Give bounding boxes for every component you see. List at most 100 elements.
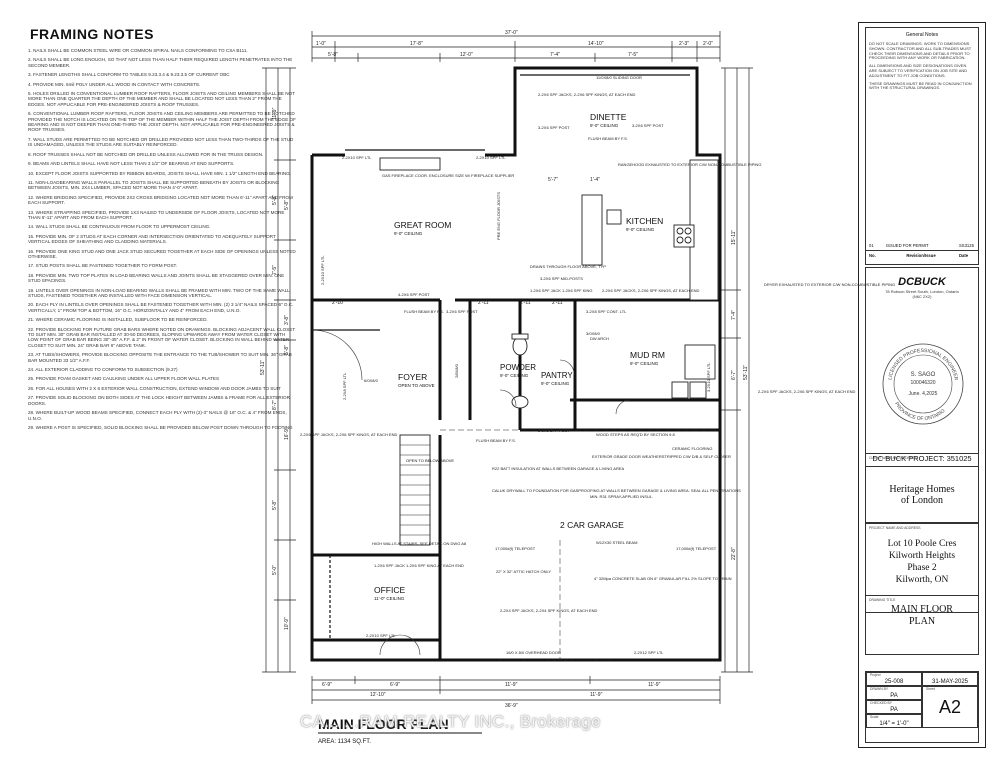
dim-left-f: 5'-0": [272, 565, 278, 575]
general-notes-title: General Notes: [905, 32, 939, 38]
note-attic: 22" X 32" ATTIC HATCH ONLY: [496, 569, 551, 574]
dim-mid-d: 2'-11": [552, 300, 565, 306]
general-notes-box: General Notes DO NOT SCALE DRAWINGS. WOR…: [865, 27, 979, 251]
note-ltl-right: 3-2X10 SPF LTL: [706, 362, 711, 392]
room-dinette: DINETTE: [590, 112, 627, 122]
watermark: CA... ...RAM REALTY INC., Brokerage: [300, 712, 601, 731]
revision-table: 01 ISSUED FOR PERMIT SS3125 No. Revision…: [865, 241, 979, 265]
note-caulk: CALUK DRYWALL TO FOUNDATION FOR GASPROOF…: [492, 488, 741, 493]
note-jack-king-office: 1-2X6 SPF JACK 1-2X6 SPF KING AT EACH EN…: [374, 563, 464, 568]
dim-mid-e: 5'-7": [548, 177, 558, 183]
framing-note: 13. WHERE STRAPPING SPECIFIED, PROVIDE 1…: [28, 209, 285, 220]
room-foyer: FOYER: [398, 372, 427, 382]
dim-bot-d: 11'-9": [648, 682, 661, 688]
dim-right-d: 22'-8": [731, 547, 737, 560]
dim-right-a: 15'-11": [731, 230, 737, 245]
framing-note: 19. LINTELS OVER OPENINGS IN NON-LOAD BE…: [28, 287, 290, 298]
room-powder: POWDER: [500, 363, 536, 372]
note-post-3: 3-2X6 SPF POST: [446, 309, 478, 314]
framing-note: 14. WALL STUDS SHALL BE CONTINUOUS FROM …: [28, 224, 211, 230]
dim-left-total: 53'-11": [260, 360, 266, 375]
info-grid: Project 25-008 31-MAY-2025 DRAWN BY PA C…: [865, 671, 979, 743]
room-foyer-sub: OPEN TO ABOVE: [398, 383, 435, 388]
rev-h-desc: Revision/Issue: [906, 253, 936, 258]
dim-mid-c: 2'-11": [520, 300, 533, 306]
firm-logo: DCBUCK: [898, 276, 946, 288]
date-cell: 31-MAY-2025: [922, 672, 978, 686]
drawn-label: DRAWN BY: [870, 687, 889, 691]
dim-bot2-b: 11'-9": [590, 692, 603, 698]
room-dinette-ceiling: 9'-0" CEILING: [590, 123, 619, 128]
framing-note: 28. WHERE BUILT-UP WOOD BEAMS SPECIFIED,…: [28, 410, 287, 421]
dim-top2-c: 7'-4": [550, 52, 560, 58]
dim-top2-a: 5'-8": [328, 52, 338, 58]
dim-left2-b: 3'-8": [284, 315, 290, 325]
note-r22: R22 BATT INSULATION AT WALLS BETWEEN GAR…: [492, 466, 625, 471]
dim-bot-c: 11'-9": [505, 682, 518, 688]
note-sliding-door: 11/0X8/0 SLIDING DOOR: [596, 75, 642, 80]
checked-cell: CHECKED BY PA: [866, 700, 922, 714]
dim-left2-a: 5'-8": [284, 200, 290, 210]
engineer-stamp: LICENSED PROFESSIONAL ENGINEER PROVINCE …: [882, 343, 964, 425]
checked-value: PA: [890, 707, 898, 713]
scale-value: 1/4" = 1'-0": [879, 721, 909, 727]
dim-top-total: 37'-0": [505, 30, 518, 36]
framing-note: 10. EXCEPT FLOOR JOISTS SUPPORTED BY RIB…: [28, 170, 292, 176]
framing-notes: FRAMING NOTES 1. NAILS SHALL BE COMMON S…: [28, 26, 296, 716]
rev-h-no: No.: [869, 253, 876, 258]
title-block: General Notes DO NOT SCALE DRAWINGS. WOR…: [858, 22, 986, 748]
general-note-3: THESE DRAWINGS MUST BE READ IN CONJUNCTI…: [869, 80, 972, 91]
date-value: 31-MAY-2025: [931, 679, 969, 685]
client-name-1: Heritage Homes: [889, 484, 955, 495]
rev-h-date: Date: [959, 253, 969, 258]
room-office-ceiling: 11'-0" CEILING: [374, 596, 405, 601]
rev-date: SS3125: [959, 243, 974, 248]
general-note-2: ALL DIMENSIONS AND SIZE DESIGNATIONS GIV…: [869, 63, 968, 78]
dim-mid-f: 1'-4": [590, 177, 600, 183]
framing-note: 2. NAILS SHALL BE LONG ENOUGH, SO THAT N…: [28, 57, 293, 68]
note-overhead: 16/0 X 8/0 OVERHEAD DOOR: [506, 650, 561, 655]
framing-note: 17. STUD POSTS SHALL BE FASTENED TOGETHE…: [28, 263, 178, 269]
note-flush-beam-low: FLUSH BEAM BY F.S.: [476, 438, 516, 443]
note-post-right: 3-2X6 SPF POST: [632, 123, 664, 128]
plan-title: MAIN FLOOR PLAN: [318, 716, 449, 732]
dim-top-d: 2'-3": [679, 41, 689, 47]
stamp-number: 100046320: [910, 380, 935, 386]
note-ltl-left-mid: 2-2X10 SPF LTL: [320, 255, 325, 285]
dim-top-a: 1'-0": [316, 41, 326, 47]
rev-no: 01: [869, 243, 874, 248]
dim-right-c: 6'-7": [731, 370, 737, 380]
room-kitchen-ceiling: 9'-0" CEILING: [626, 227, 655, 232]
dim-left2-d: 16'-9": [284, 427, 290, 440]
drawn-cell: DRAWN BY PA: [866, 686, 922, 700]
stamp-bottom: PROVINCE OF ONTARIO: [893, 401, 946, 422]
note-door-6080: 6/0X8/0: [364, 378, 379, 383]
framing-note: 6. CONVENTIONAL LUMBER ROOF RAFTERS, FLO…: [28, 111, 296, 133]
framing-notes-list: 1. NAILS SHALL BE COMMON STEEL WIRE OR C…: [28, 48, 296, 430]
dim-bot-total: 36'-9": [505, 703, 518, 709]
dim-left-c: 7'-5": [272, 265, 278, 275]
sheet-cell: Sheet A2: [922, 686, 978, 728]
room-kitchen: KITCHEN: [626, 216, 663, 226]
revision-header: No. Revision/Issue Date: [866, 251, 978, 260]
firm-address: 78 Robson Street South, London, Ontario …: [885, 289, 959, 299]
framing-note: 11. NON-LOADBEARING WALLS PARALLEL TO JO…: [28, 179, 280, 191]
drawing-title-2: PLAN: [908, 616, 936, 627]
dim-top-c: 14'-10": [588, 41, 604, 47]
sheet-value: A2: [938, 697, 962, 717]
dim-left-d: 8'-7": [272, 400, 278, 410]
note-jacks-top: 2-2X6 SPF JACKS, 2-2X6 SPF KINGS, AT EAC…: [538, 92, 636, 97]
room-powder-ceiling: 9'-0" CEILING: [500, 373, 529, 378]
framing-note: 20. EACH PLY IN LINTELS OVER OPENINGS SH…: [28, 302, 294, 313]
framing-note: 18. PROVIDE MIN. TWO TOP PLATES IN LOAD …: [28, 272, 285, 284]
framing-note: 25. PROVIDE FOAM GASKET AND CAULKING UND…: [28, 376, 220, 382]
room-mud-rm-ceiling: 9'-0" CEILING: [630, 361, 659, 366]
dim-top2-d: 7'-5": [628, 52, 638, 58]
stamp-name: S. SAGO: [911, 372, 936, 378]
note-fireplace: GAS FIREPLACE COOR. ENCLOSURE SIZE W/ FI…: [382, 173, 514, 178]
general-note-1: DO NOT SCALE DRAWINGS. WORK TO DIMENSION…: [869, 41, 972, 61]
note-spray: MIN. R31 SPRAY-APPLIED INSUL.: [590, 494, 653, 499]
note-ltl-mid: 2-2X10 SPF LTL: [476, 155, 506, 160]
note-telepost-r: 17,000#(f) TELEPOST: [676, 546, 717, 551]
